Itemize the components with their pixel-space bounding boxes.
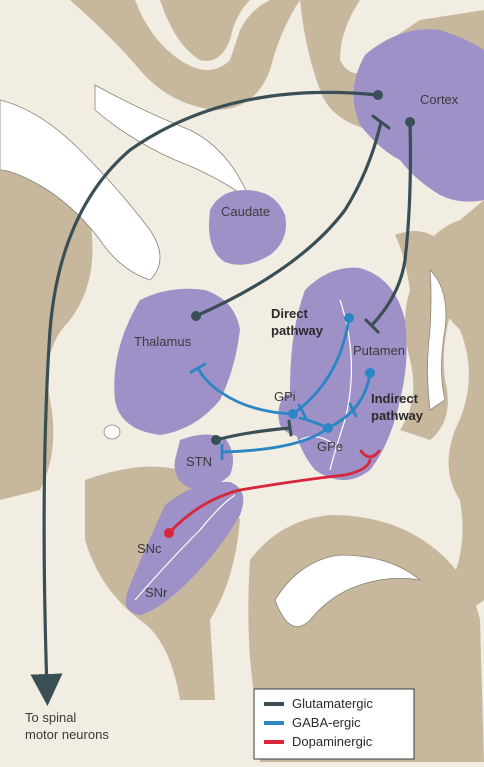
small-ventricle (104, 425, 120, 439)
label-caudate: Caudate (221, 204, 270, 219)
cortex-output-node (373, 90, 383, 100)
gpi-terminal (289, 421, 291, 435)
label-snr: SNr (145, 585, 168, 600)
label-indirect-2: pathway (371, 408, 424, 423)
label-stn: STN (186, 454, 212, 469)
label-direct-1: Direct (271, 306, 309, 321)
legend-label: GABA-ergic (292, 715, 361, 730)
gpe-node (323, 423, 333, 433)
putamen-indirect-node (365, 368, 375, 378)
label-spinal-2: motor neurons (25, 727, 109, 742)
legend-label: Dopaminergic (292, 734, 373, 749)
label-indirect-1: Indirect (371, 391, 419, 406)
label-gpi: GPi (274, 389, 296, 404)
label-thalamus: Thalamus (134, 334, 192, 349)
label-snc: SNc (137, 541, 162, 556)
label-cortex: Cortex (420, 92, 459, 107)
label-gpe: GPe (317, 439, 343, 454)
label-putamen: Putamen (353, 343, 405, 358)
snc-node (164, 528, 174, 538)
gpi-node (288, 409, 298, 419)
putamen-direct-node (344, 313, 354, 323)
label-spinal-1: To spinal (25, 710, 76, 725)
label-direct-2: pathway (271, 323, 324, 338)
thalamus-node (191, 311, 201, 321)
stn-node (211, 435, 221, 445)
cortex-input-node (405, 117, 415, 127)
legend-label: Glutamatergic (292, 696, 373, 711)
